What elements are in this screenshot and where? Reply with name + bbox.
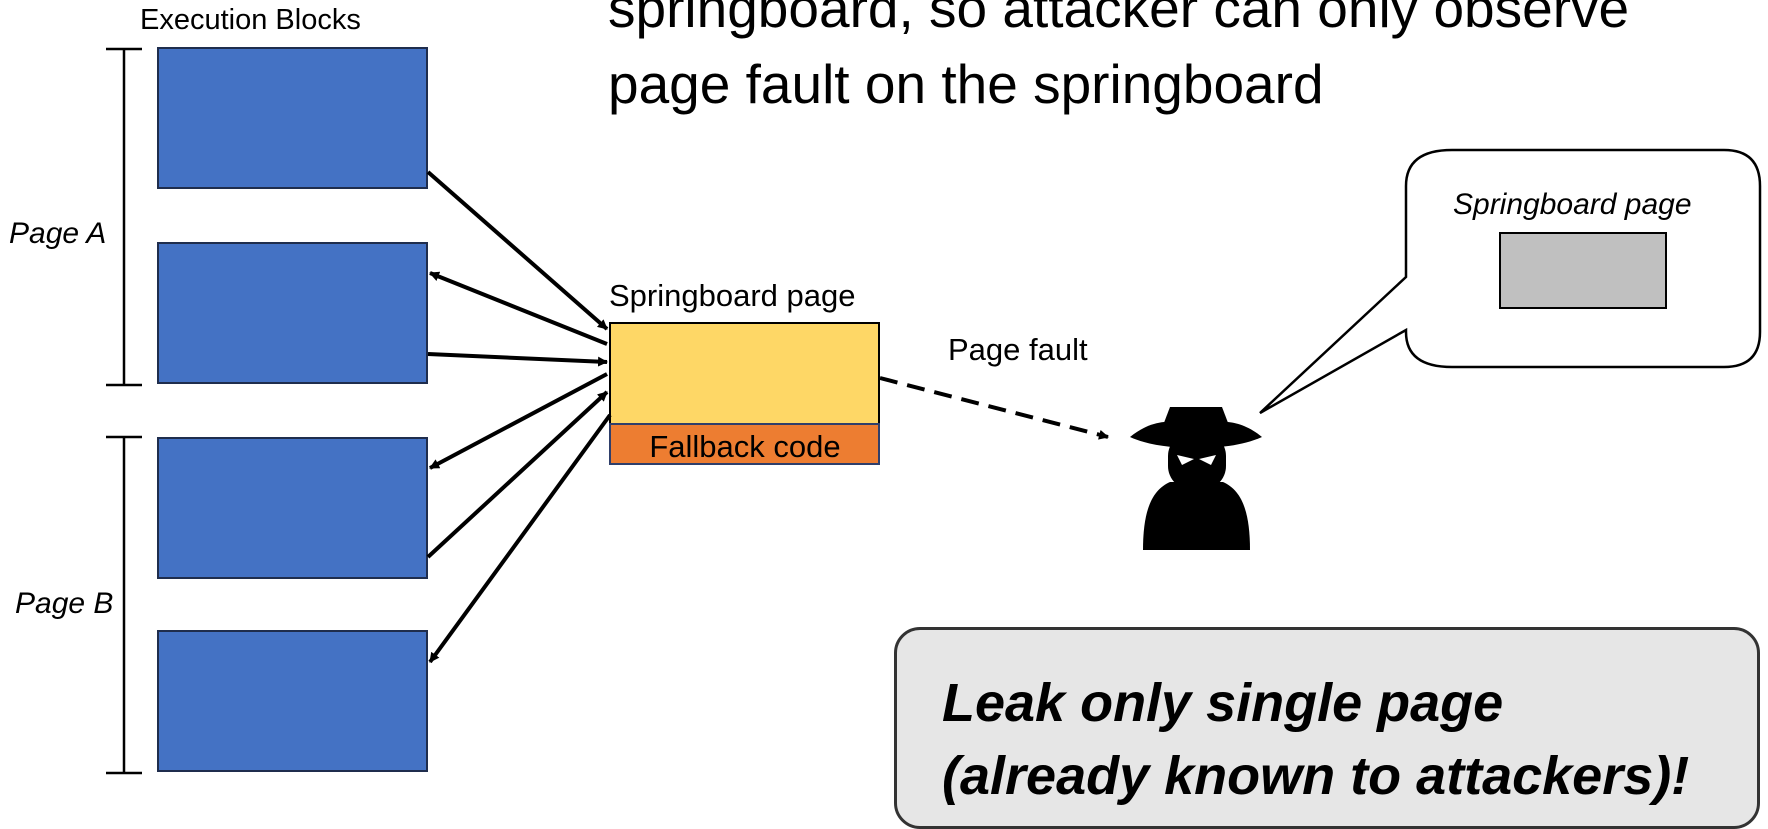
arrow-to-springboard bbox=[426, 170, 609, 331]
page-b-bracket bbox=[106, 435, 142, 775]
springboard-page-label: Springboard page bbox=[609, 278, 856, 313]
execution-block bbox=[157, 242, 428, 384]
page-fault-label: Page fault bbox=[948, 332, 1088, 367]
springboard-page-box bbox=[609, 322, 880, 425]
bubble-springboard-label: Springboard page bbox=[1453, 188, 1692, 221]
slide-heading: springboard, so attacker can only observ… bbox=[608, 0, 1768, 122]
page-a-bracket bbox=[106, 47, 142, 387]
bubble-springboard-page-box bbox=[1499, 232, 1667, 309]
heading-line-1: springboard, so attacker can only observ… bbox=[608, 0, 1630, 39]
execution-block bbox=[157, 630, 428, 772]
execution-blocks-title: Execution Blocks bbox=[140, 4, 361, 36]
fallback-code-box bbox=[609, 423, 880, 465]
execution-block bbox=[157, 47, 428, 189]
attacker-icon bbox=[1130, 407, 1262, 550]
leak-callout: Leak only single page (already known to … bbox=[894, 627, 1760, 829]
page-b-label: Page B bbox=[15, 587, 114, 620]
fallback-code-label: Fallback code bbox=[649, 429, 841, 464]
arrow-to-springboard bbox=[426, 390, 609, 559]
callout-line-2: (already known to attackers)! bbox=[942, 746, 1690, 806]
arrow-from-springboard bbox=[428, 413, 612, 664]
page-fault-arrow bbox=[879, 376, 1109, 440]
heading-line-2: page fault on the springboard bbox=[608, 53, 1324, 115]
arrow-to-springboard bbox=[427, 352, 608, 367]
execution-block bbox=[157, 437, 428, 579]
arrow-from-springboard bbox=[429, 271, 608, 346]
arrow-from-springboard bbox=[429, 372, 608, 470]
callout-line-1: Leak only single page bbox=[942, 673, 1504, 733]
page-a-label: Page A bbox=[9, 217, 107, 250]
